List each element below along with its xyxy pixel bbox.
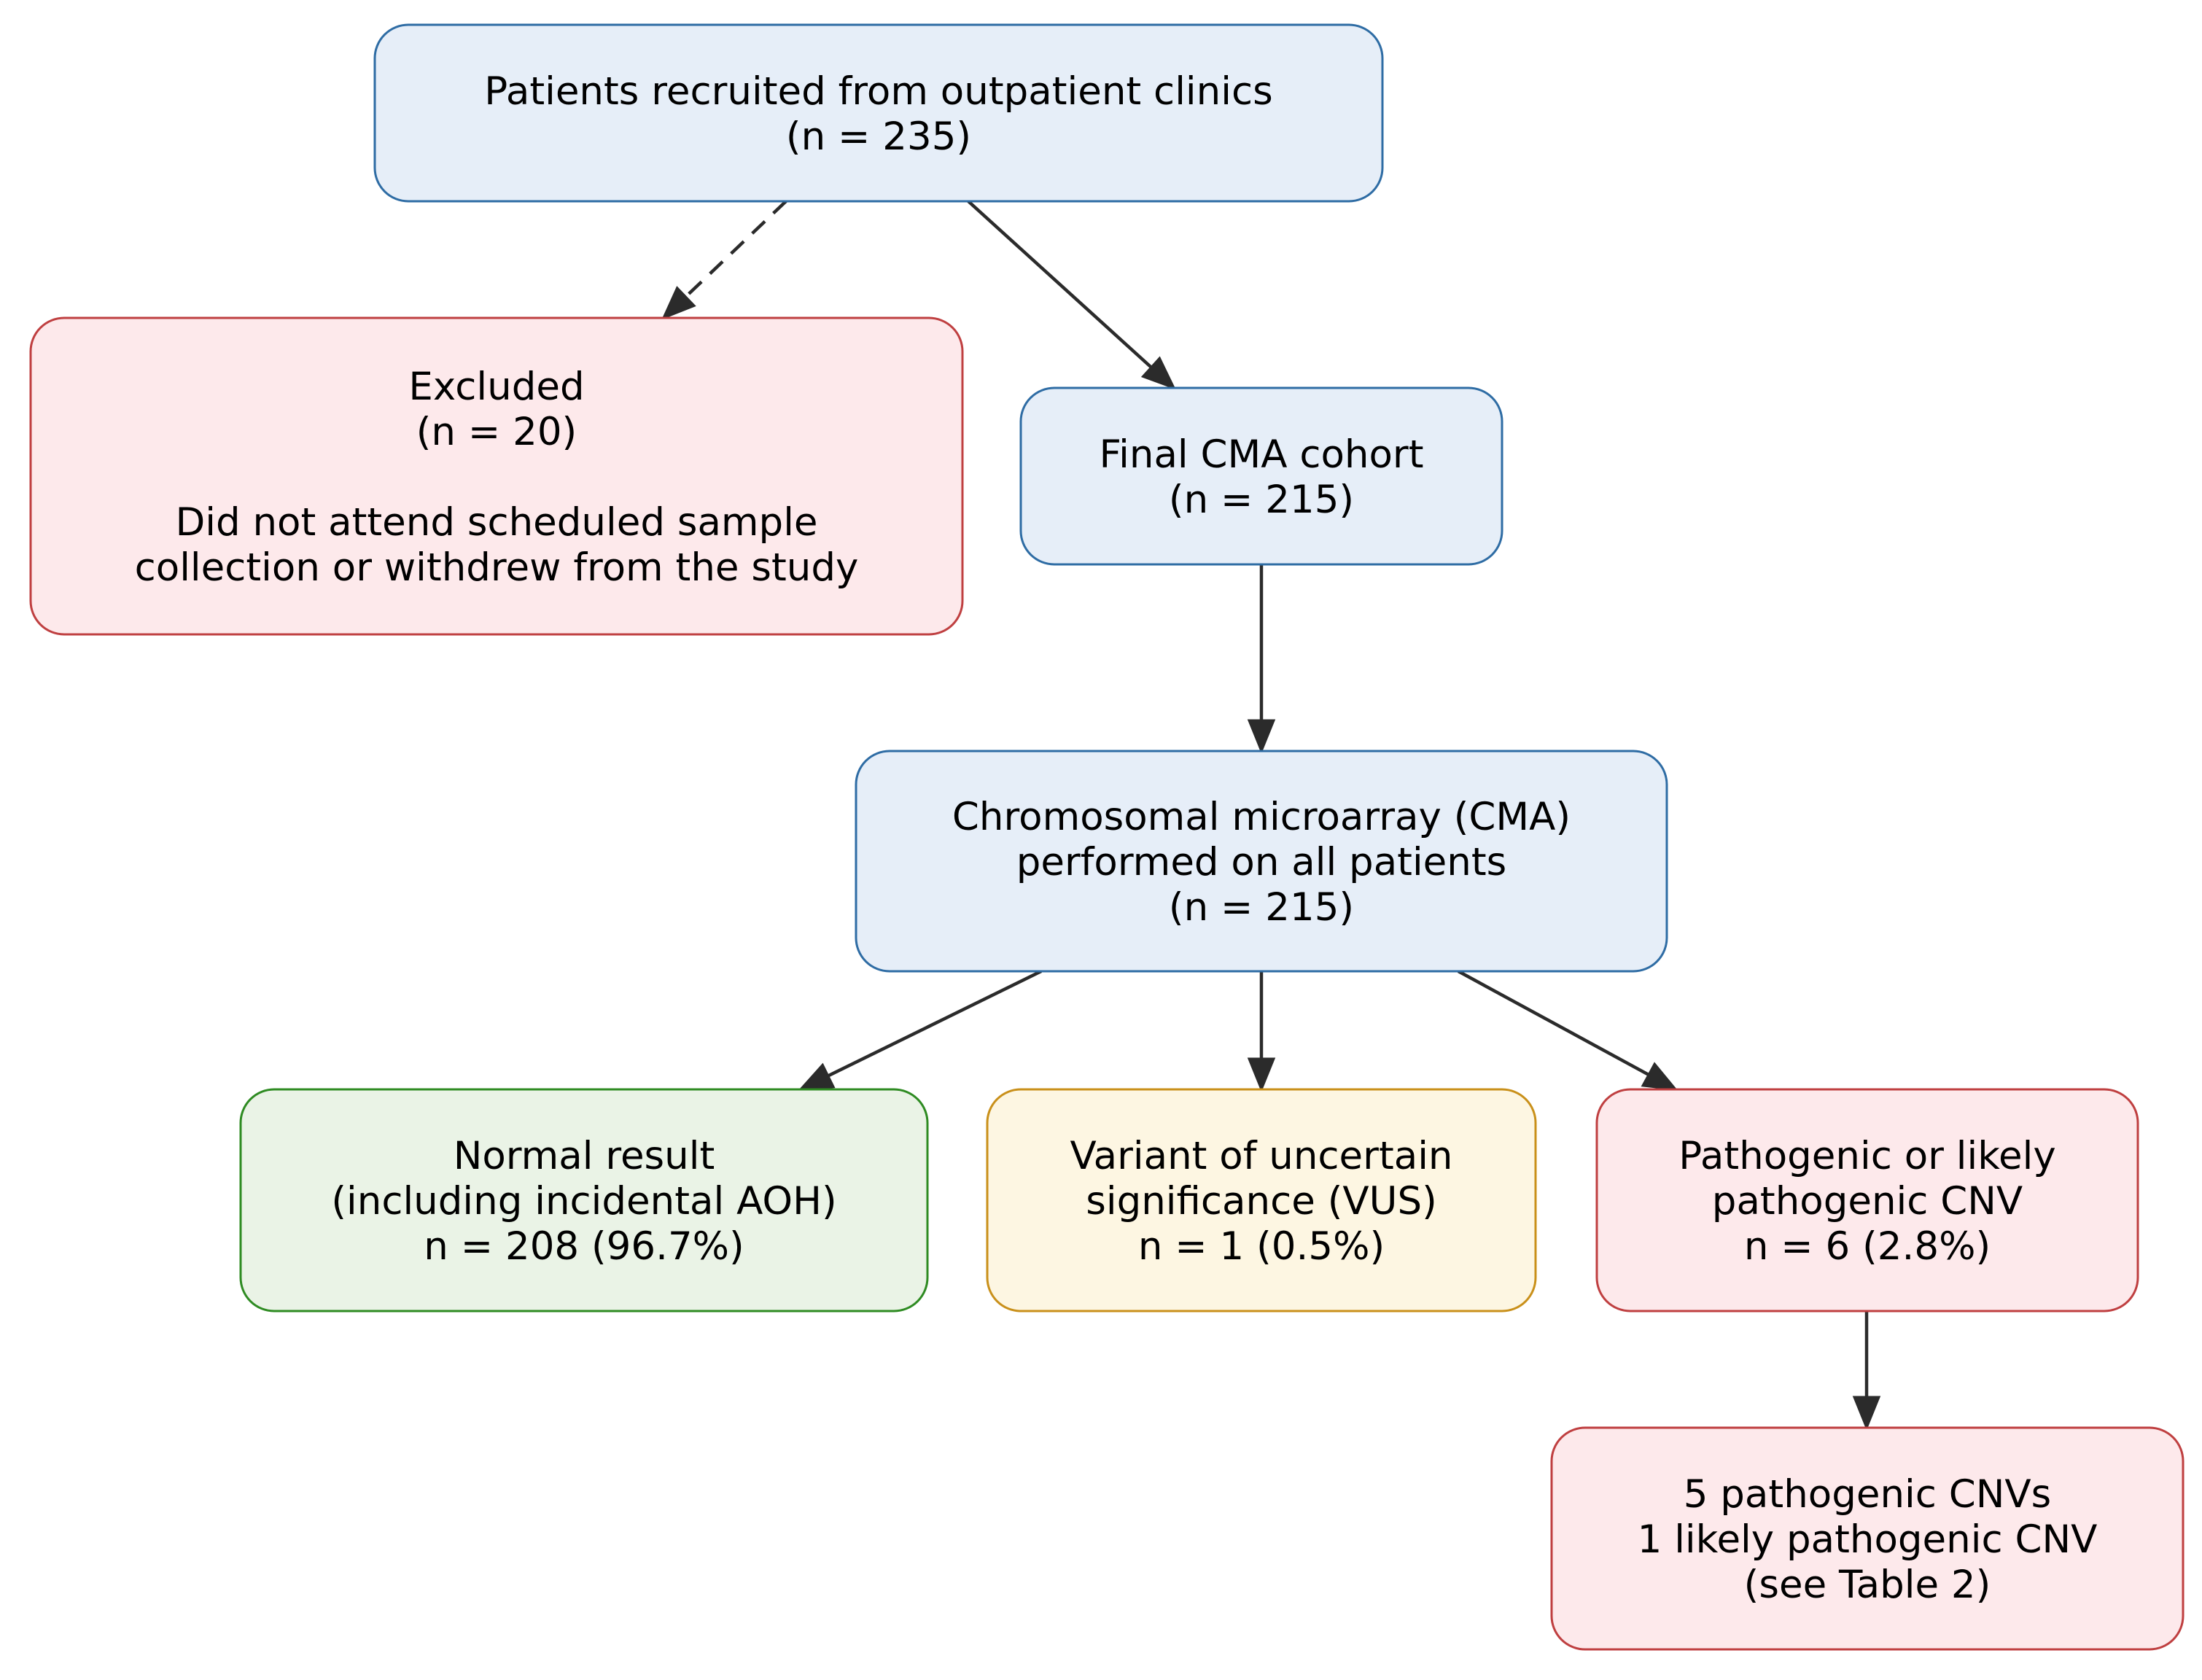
edge-cma-performed-to-vus	[1247, 971, 1276, 1092]
node-final-cohort: Final CMA cohort(n = 215)	[1019, 386, 1503, 566]
node-normal-result-box	[239, 1088, 929, 1312]
edge-pathogenic-to-cnv-detail	[1852, 1311, 1881, 1431]
arrowhead-icon	[1852, 1396, 1881, 1431]
edge-final-cohort-to-cma-performed	[1247, 564, 1276, 754]
node-excluded-line-3: Did not attend scheduled sample	[175, 500, 817, 545]
node-cma-performed-line-2: (n = 215)	[1169, 885, 1354, 930]
node-layer: Patients recruited from outpatient clini…	[29, 23, 2185, 1651]
node-excluded-line-4: collection or withdrew from the study	[135, 545, 859, 590]
node-cma-performed-line-0: Chromosomal microarray (CMA)	[952, 795, 1571, 839]
node-vus-box	[986, 1088, 1537, 1312]
node-excluded-box	[29, 316, 964, 636]
node-normal-result-line-1: (including incidental AOH)	[331, 1179, 836, 1224]
node-cma-performed-line-1: performed on all patients	[1016, 840, 1507, 884]
arrowhead-icon	[1247, 1057, 1276, 1092]
edge-recruited-to-final-cohort	[967, 200, 1176, 390]
node-final-cohort-line-0: Final CMA cohort	[1100, 432, 1424, 477]
node-cnv-detail-line-2: (see Table 2)	[1744, 1563, 1991, 1607]
node-final-cohort-box	[1019, 386, 1503, 566]
arrowhead-icon	[1140, 356, 1176, 390]
edge-line	[827, 969, 1042, 1078]
node-vus-line-1: significance (VUS)	[1086, 1179, 1437, 1224]
arrowhead-icon	[661, 286, 696, 320]
node-normal-result-line-2: n = 208 (96.7%)	[424, 1224, 744, 1269]
arrowhead-icon	[798, 1062, 836, 1091]
node-cnv-detail-line-0: 5 pathogenic CNVs	[1684, 1472, 2052, 1517]
node-vus-line-2: n = 1 (0.5%)	[1138, 1224, 1385, 1269]
node-excluded-line-1: (n = 20)	[416, 410, 577, 454]
node-excluded-line-0: Excluded	[408, 365, 584, 409]
node-cnv-detail-box	[1550, 1426, 2185, 1651]
edge-cma-performed-to-pathogenic	[1457, 970, 1678, 1091]
edge-line	[684, 200, 787, 298]
edge-recruited-to-excluded	[661, 200, 787, 320]
node-normal-result-line-0: Normal result	[454, 1134, 715, 1178]
node-pathogenic-box	[1595, 1088, 2139, 1312]
node-pathogenic-line-0: Pathogenic or likely	[1678, 1134, 2055, 1178]
node-cma-performed: Chromosomal microarray (CMA)performed on…	[855, 750, 1668, 973]
edge-cma-performed-to-normal-result	[798, 969, 1042, 1091]
node-normal-result: Normal result(including incidental AOH)n…	[239, 1088, 929, 1312]
node-excluded: Excluded(n = 20) Did not attend scheduled…	[29, 316, 964, 636]
node-recruited-line-0: Patients recruited from outpatient clini…	[484, 69, 1272, 114]
node-cnv-detail-line-1: 1 likely pathogenic CNV	[1638, 1517, 2098, 1562]
node-recruited: Patients recruited from outpatient clini…	[373, 23, 1384, 203]
node-cma-performed-box	[855, 750, 1668, 973]
node-vus-line-0: Variant of uncertain	[1070, 1134, 1452, 1178]
node-pathogenic-line-1: pathogenic CNV	[1712, 1179, 2023, 1224]
node-pathogenic-line-2: n = 6 (2.8%)	[1744, 1224, 1991, 1269]
node-recruited-line-1: (n = 235)	[786, 114, 971, 159]
edge-line	[1457, 970, 1650, 1076]
node-recruited-box	[373, 23, 1384, 203]
edge-line	[967, 200, 1153, 369]
arrowhead-icon	[1641, 1062, 1678, 1091]
node-final-cohort-line-1: (n = 215)	[1169, 478, 1354, 522]
arrowhead-icon	[1247, 719, 1276, 754]
edge-layer	[661, 200, 1881, 1431]
